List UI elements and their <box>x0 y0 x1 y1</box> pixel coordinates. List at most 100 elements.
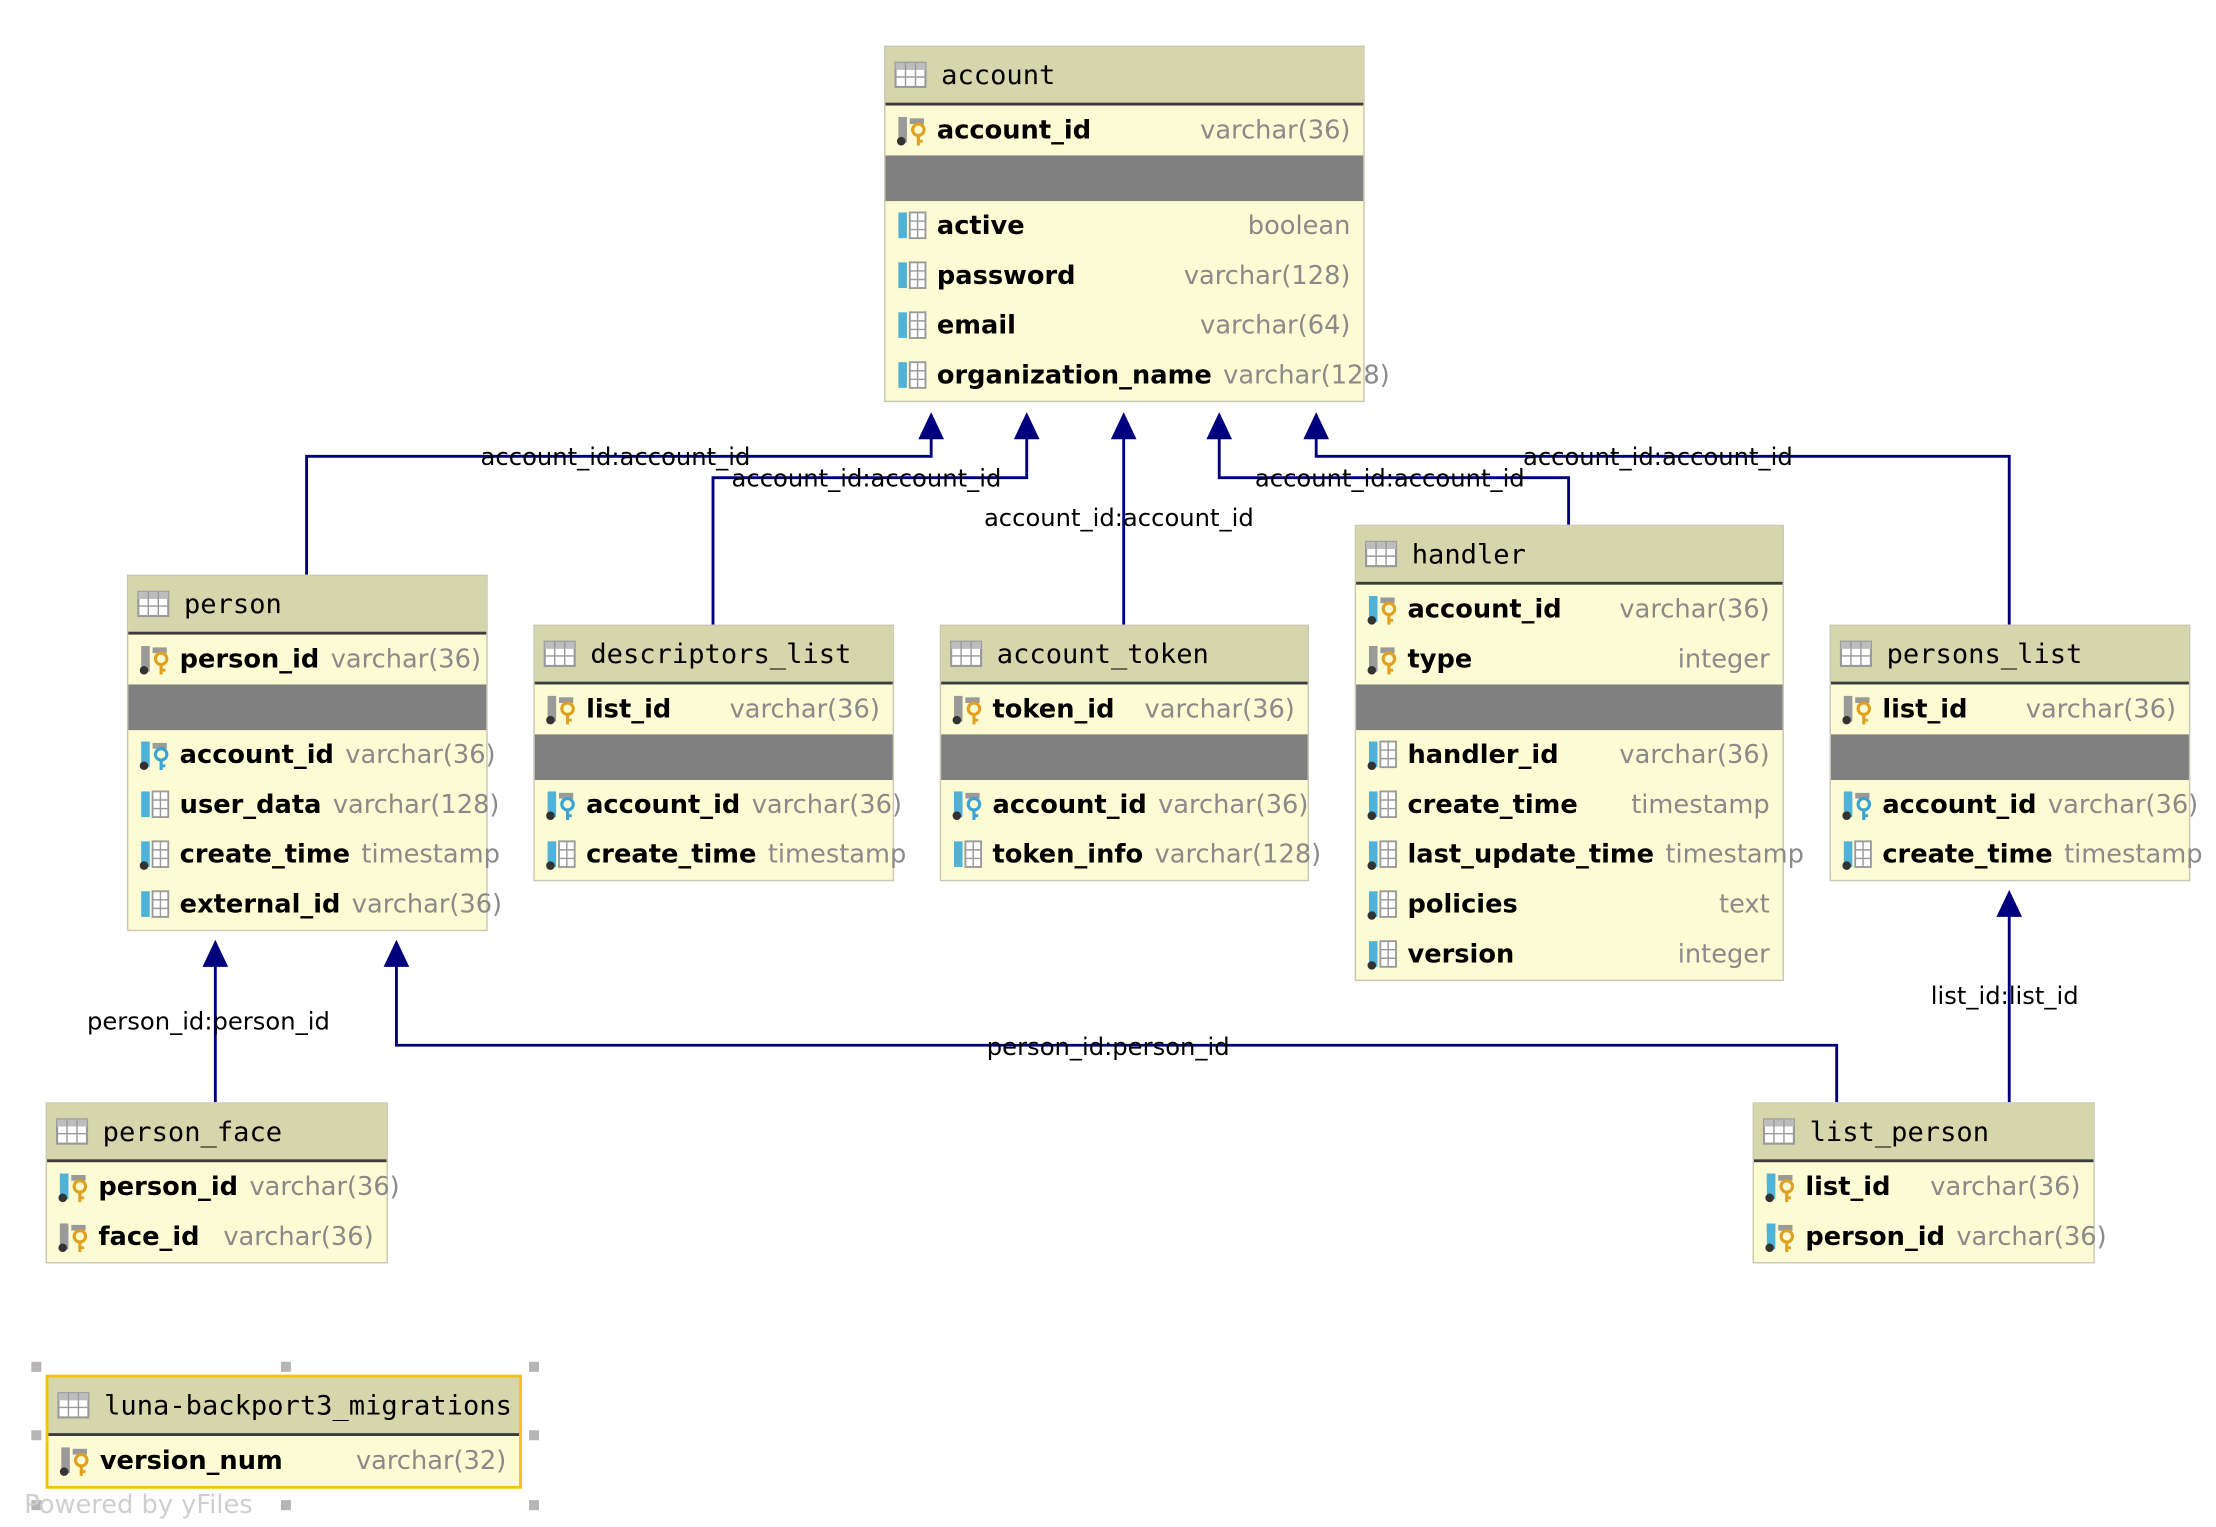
column-name: organization_name <box>936 360 1212 391</box>
edge-handler-account[interactable] <box>1217 424 1571 525</box>
edge-list-person-person[interactable] <box>395 955 1839 1103</box>
selection-handle[interactable] <box>31 1361 42 1372</box>
column-type: varchar(36) <box>2047 790 2199 820</box>
column-icon <box>138 838 171 871</box>
primary-key-icon <box>57 1221 90 1254</box>
column-name: person_id <box>1805 1222 1945 1253</box>
column-name: person_id <box>98 1172 239 1203</box>
arrowhead-icon <box>1303 412 1330 440</box>
table-header[interactable]: handler <box>1356 526 1783 585</box>
selection-handle[interactable] <box>31 1500 42 1511</box>
table-header[interactable]: list_person <box>1753 1103 2094 1163</box>
column-type: timestamp <box>361 839 500 870</box>
column-type: varchar(36) <box>1158 790 1309 820</box>
table-descriptors-list[interactable]: descriptors_list list_id varchar(36) accoun… <box>533 624 906 882</box>
selection-handle[interactable] <box>529 1430 540 1441</box>
column-icon <box>138 888 171 921</box>
column-row[interactable]: organization_name varchar(128) <box>886 351 1390 401</box>
table-title: persons_list <box>1886 638 2083 670</box>
table-title: account_token <box>996 638 1209 670</box>
column-name: token_id <box>992 694 1115 725</box>
table-icon <box>950 637 983 670</box>
column-icon <box>138 789 171 822</box>
column-icon <box>896 210 929 243</box>
column-type: varchar(128) <box>332 790 500 820</box>
table-header[interactable]: luna-backport3_migrations <box>48 1377 520 1436</box>
selection-handle[interactable] <box>31 1430 42 1441</box>
edge-persons-list-account[interactable] <box>1314 424 2011 625</box>
column-type: varchar(36) <box>729 694 880 725</box>
selection-handle[interactable] <box>529 1500 540 1511</box>
primary-foreign-key-icon <box>1366 593 1399 626</box>
primary-foreign-key-icon <box>1764 1171 1797 1204</box>
selection-handle[interactable] <box>529 1361 540 1372</box>
column-type: timestamp <box>767 839 907 870</box>
column-icon <box>896 260 929 293</box>
column-icon <box>545 838 578 871</box>
column-name: version_num <box>99 1445 283 1476</box>
column-name: list_id <box>586 694 672 725</box>
column-icon <box>951 838 984 871</box>
table-header[interactable]: person <box>128 576 487 635</box>
table-header[interactable]: persons_list <box>1830 626 2189 685</box>
table-header[interactable]: descriptors_list <box>534 626 893 685</box>
column-row[interactable]: list_id varchar(36) <box>535 684 893 734</box>
edge-label-person-account: account_id:account_id <box>480 443 751 473</box>
edge-descriptors-list-account[interactable] <box>711 424 1029 625</box>
key-separator <box>941 734 1308 781</box>
selection-handle[interactable] <box>280 1361 291 1372</box>
edge-label-account-token-account: account_id:account_id <box>983 504 1254 534</box>
table-header[interactable]: person_face <box>47 1103 387 1163</box>
key-separator <box>1356 684 1783 731</box>
selection-handle[interactable] <box>280 1500 291 1511</box>
table-icon <box>57 1389 90 1422</box>
column-type: varchar(36) <box>1930 1172 2081 1203</box>
edge-person-account[interactable] <box>305 424 933 575</box>
column-name: password <box>936 260 1076 291</box>
table-header[interactable]: account_token <box>941 626 1308 685</box>
foreign-key-icon <box>951 789 984 822</box>
primary-key-icon <box>138 643 171 676</box>
column-type: varchar(128) <box>1223 360 1390 391</box>
column-type: varchar(36) <box>345 740 496 771</box>
table-header[interactable]: account <box>885 47 1364 106</box>
powered-by-footer: Powered by yFiles <box>24 1490 253 1521</box>
